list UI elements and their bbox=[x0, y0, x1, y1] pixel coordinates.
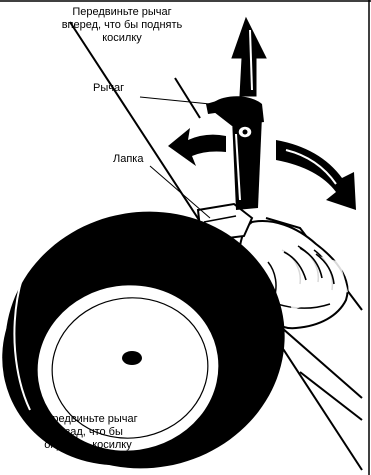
leader-line-foot bbox=[150, 166, 210, 218]
curved-arrow-left-icon bbox=[168, 128, 226, 166]
arrow-up-icon bbox=[232, 18, 266, 96]
wheel-hub bbox=[122, 351, 142, 365]
label-lever: Рычаг bbox=[93, 82, 124, 95]
caption-lower-mower: Передвиньте рычаг назад, что бы опустить… bbox=[4, 413, 172, 452]
caption-raise-mower: Передвиньте рычаг вперед, что бы поднять… bbox=[22, 6, 222, 45]
lever-shaft bbox=[206, 96, 264, 210]
curved-arrow-right-icon bbox=[276, 140, 356, 210]
leader-line-lever bbox=[140, 97, 210, 104]
label-foot: Лапка bbox=[113, 153, 143, 166]
